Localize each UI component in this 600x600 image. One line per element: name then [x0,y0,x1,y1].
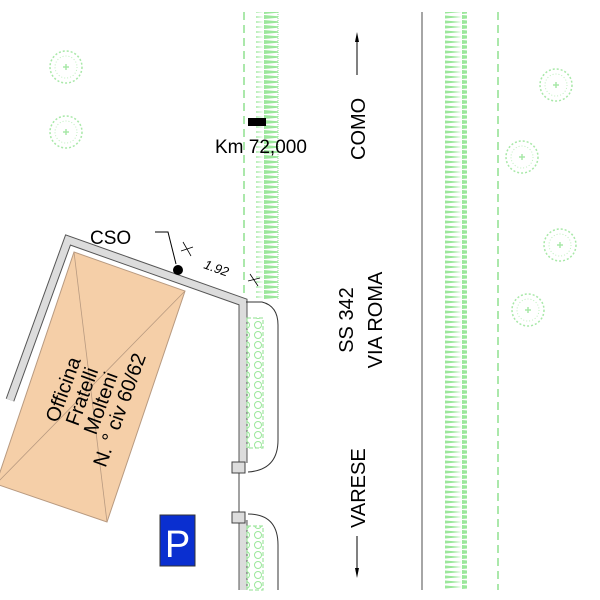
curbs [246,301,279,591]
right-verge [421,12,499,590]
cso-point-icon [173,265,183,275]
dimension: 1.92 [180,241,261,287]
road-code: SS 342 [336,287,358,353]
road-name: VIA ROMA [365,271,387,368]
destination-south: VARESE [348,448,370,528]
parking-icon: P [165,524,190,566]
parking-sign: P [159,514,196,567]
tree-icon [511,293,545,327]
tree-icon [539,68,573,102]
road-labels: COMO SS 342 VIA ROMA VARESE [336,32,387,578]
cso-marker: CSO [90,228,183,275]
destination-north: COMO [348,98,370,160]
cso-label: CSO [90,228,131,249]
building [0,251,186,523]
km-marker: Km 72,000 [215,118,307,158]
tree-icon [49,50,83,84]
tree-icon [49,115,83,149]
tree-icon [543,228,577,262]
km-label: Km 72,000 [215,137,307,158]
arrow-down-icon [355,568,359,578]
dimension-label: 1.92 [202,257,232,280]
tree-icon [505,140,539,174]
arrow-up-icon [355,32,359,42]
boundary-wall [5,234,248,590]
km-post-icon [248,118,266,126]
left-verge [243,12,279,300]
